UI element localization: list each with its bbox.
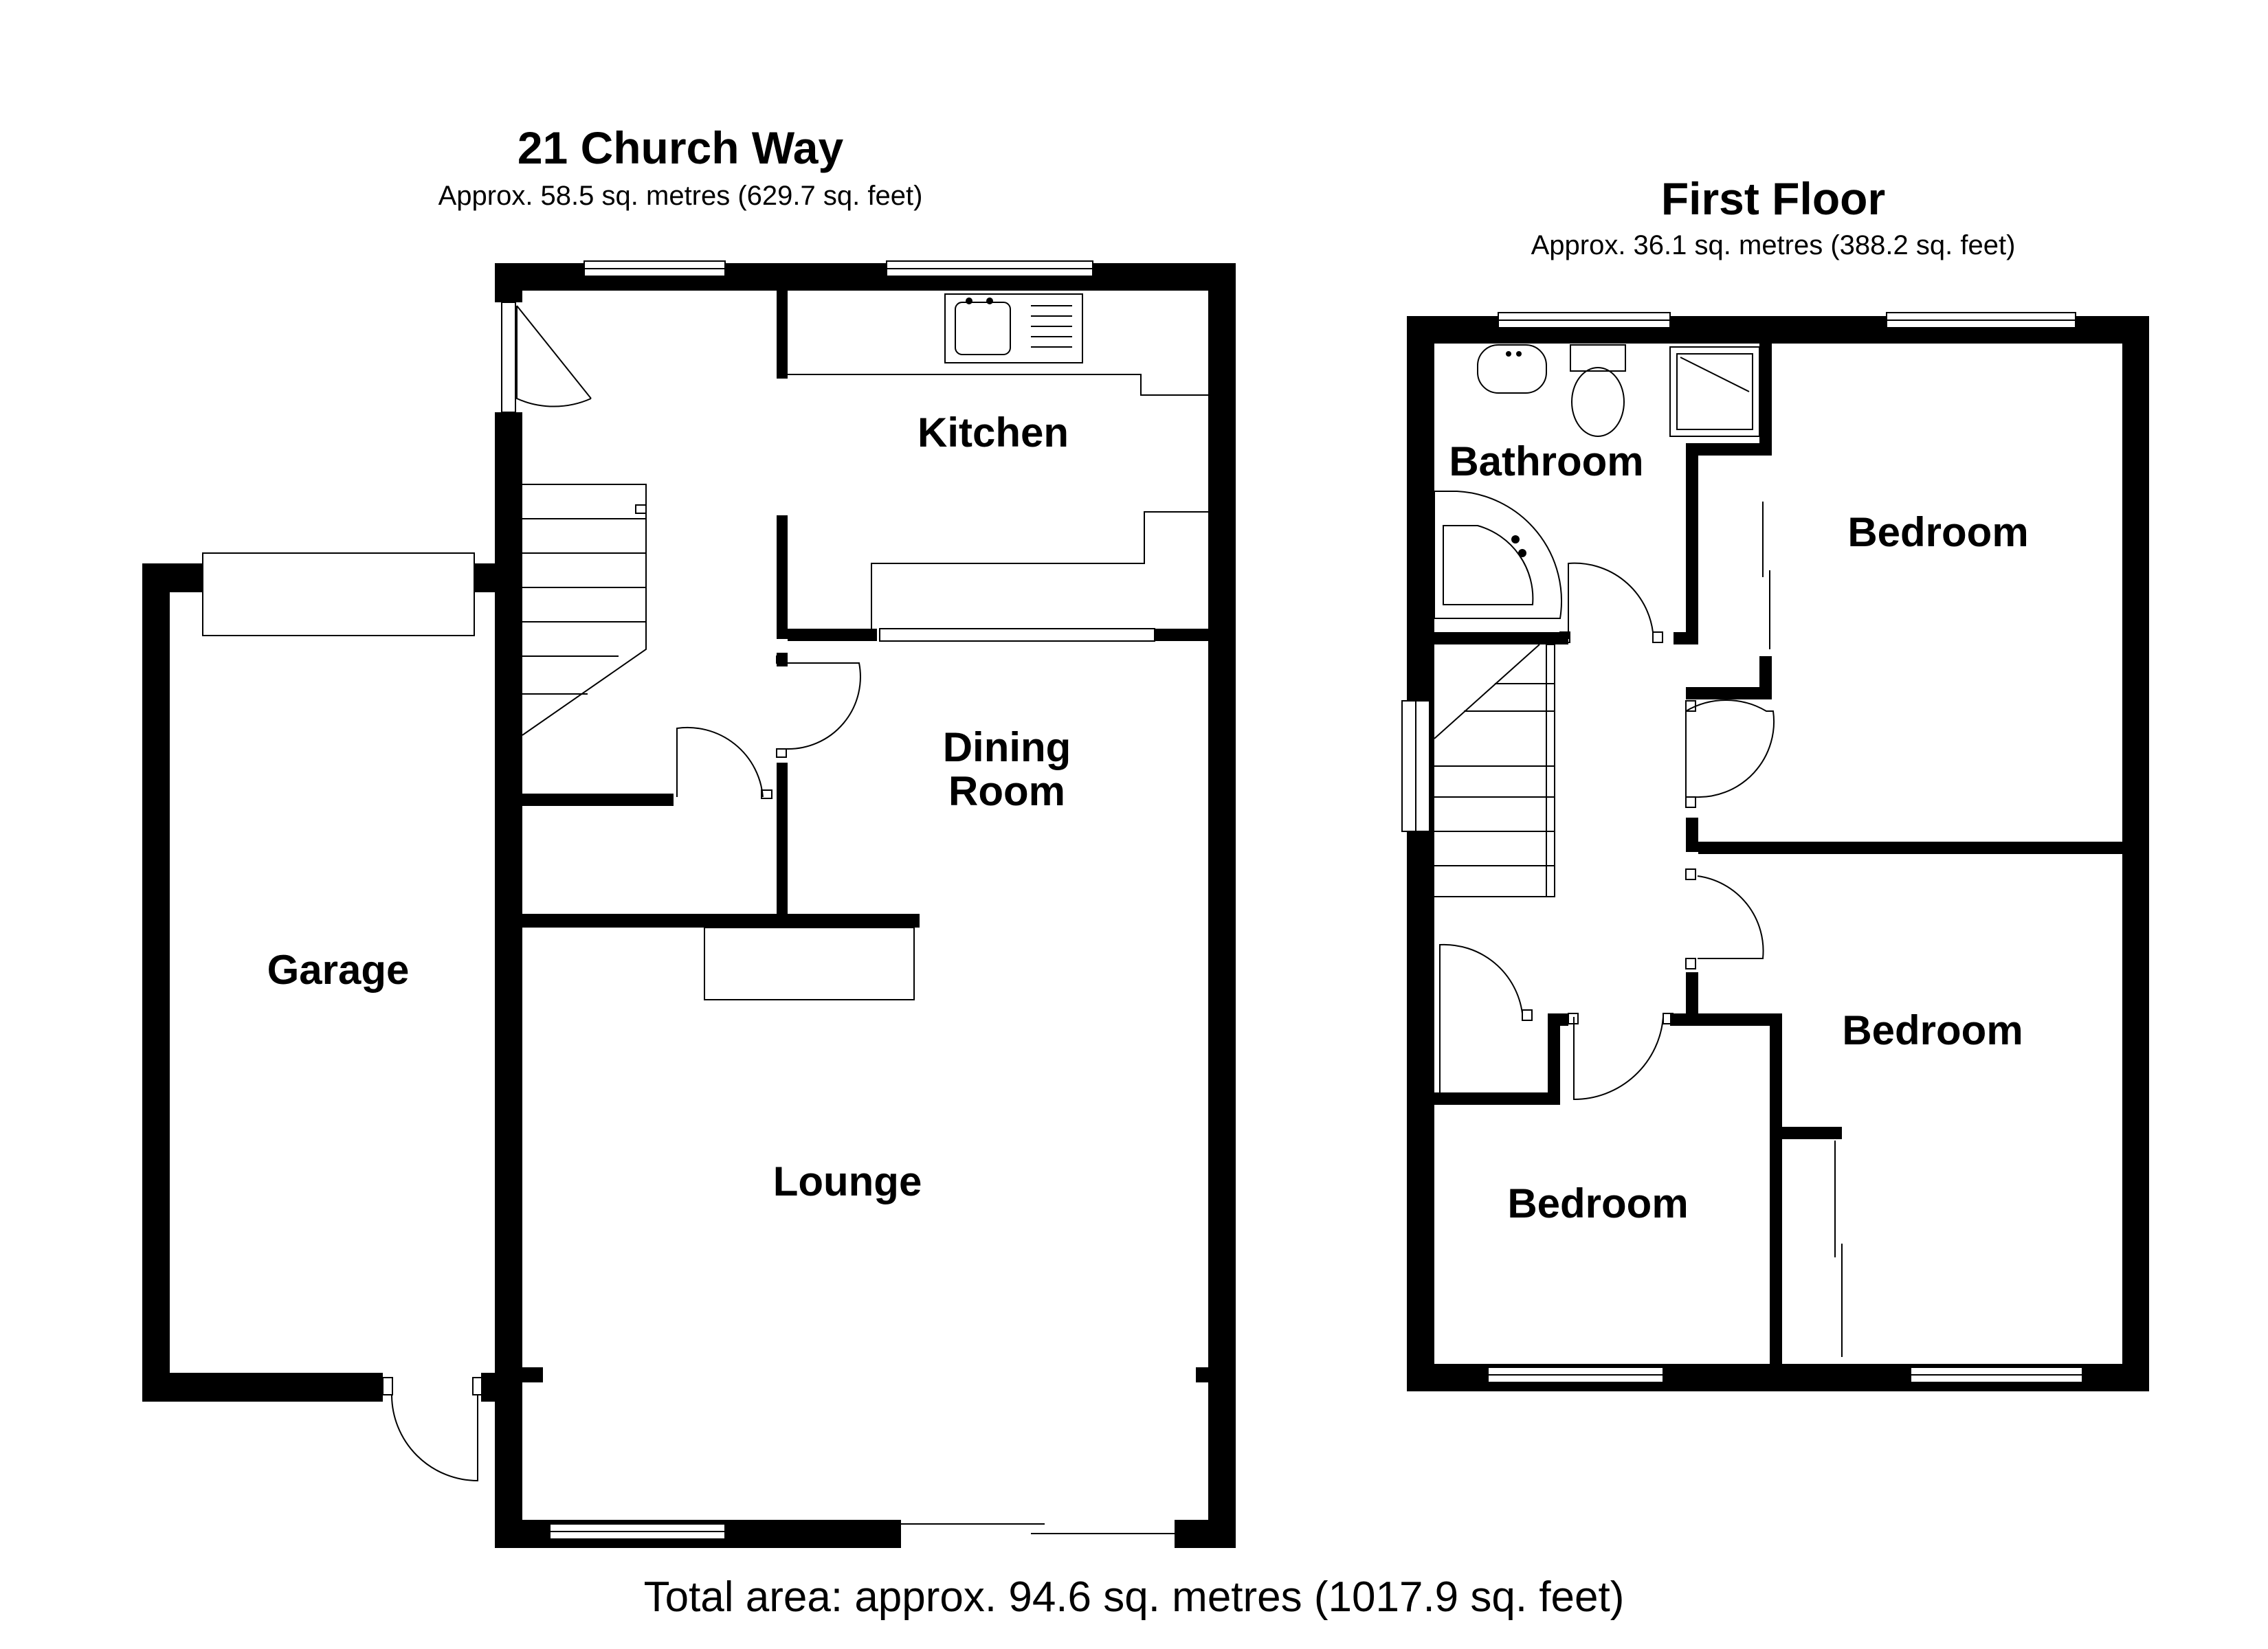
bedroom-1-door (1685, 699, 1775, 808)
first-floor-staircase (1434, 644, 1555, 897)
bedroom-2-walls (1670, 972, 1843, 1364)
toilet-icon (1570, 344, 1626, 437)
first-floor-plan: First Floor Approx. 36.1 sq. metres (388… (1401, 173, 2149, 1391)
ground-staircase (522, 484, 647, 736)
room-label-bedroom-1: Bedroom (1847, 509, 2028, 555)
sink-icon (944, 293, 1083, 363)
lounge-front-window (549, 1523, 726, 1540)
kitchen-windows (583, 260, 1093, 277)
bedroom-1-walls (1686, 818, 2122, 854)
ground-floor-plan: 21 Church Way Approx. 58.5 sq. metres (6… (142, 122, 1236, 1548)
airing-cupboard (1686, 502, 1772, 699)
first-floor-windows (1401, 312, 2083, 1383)
bedroom-2-door (1685, 868, 1764, 969)
room-label-bathroom: Bathroom (1449, 438, 1643, 484)
total-area: Total area: approx. 94.6 sq. metres (101… (644, 1573, 1625, 1621)
room-label-bedroom-3: Bedroom (1507, 1180, 1688, 1226)
first-floor-outer-walls (1407, 316, 2149, 1391)
corner-bath-icon (1434, 491, 1562, 619)
garage-side-door (382, 1377, 483, 1482)
landing-cupboard-door (1439, 943, 1533, 1092)
ground-floor-area: Approx. 58.5 sq. metres (629.7 sq. feet) (438, 181, 923, 211)
bathroom-walls (1434, 344, 1772, 644)
room-label-kitchen: Kitchen (918, 410, 1069, 456)
house-outer-walls (495, 263, 1236, 1548)
room-label-dining-line1: Dining (943, 724, 1071, 770)
first-floor-title: First Floor (1661, 173, 1885, 224)
room-label-bedroom-2: Bedroom (1842, 1007, 2023, 1053)
side-door (495, 302, 592, 413)
fireplace (704, 927, 915, 1000)
bedroom-3-walls (1434, 1013, 1568, 1105)
lounge-wall-stubs (522, 1367, 1208, 1382)
first-floor-area: Approx. 36.1 sq. metres (388.2 sq. feet) (1531, 230, 2016, 260)
room-label-garage: Garage (267, 947, 410, 993)
dining-door (776, 655, 861, 758)
ground-floor-title: 21 Church Way (518, 122, 844, 173)
room-label-lounge: Lounge (773, 1158, 922, 1204)
kitchen-counter (788, 374, 1208, 629)
cupboard-door (676, 726, 772, 799)
kitchen-dining-serving-hatch (879, 628, 1155, 642)
bathroom-door (1559, 562, 1663, 643)
lounge-patio-doors (900, 1520, 1176, 1548)
kitchen-walls (777, 291, 1208, 641)
bedroom-3-door (1568, 1013, 1674, 1101)
garage-walls (142, 563, 522, 1402)
garage-door (202, 552, 475, 636)
washbasin-icon (1477, 344, 1547, 394)
room-label-dining-line2: Room (948, 768, 1065, 814)
shower-icon (1669, 346, 1760, 437)
